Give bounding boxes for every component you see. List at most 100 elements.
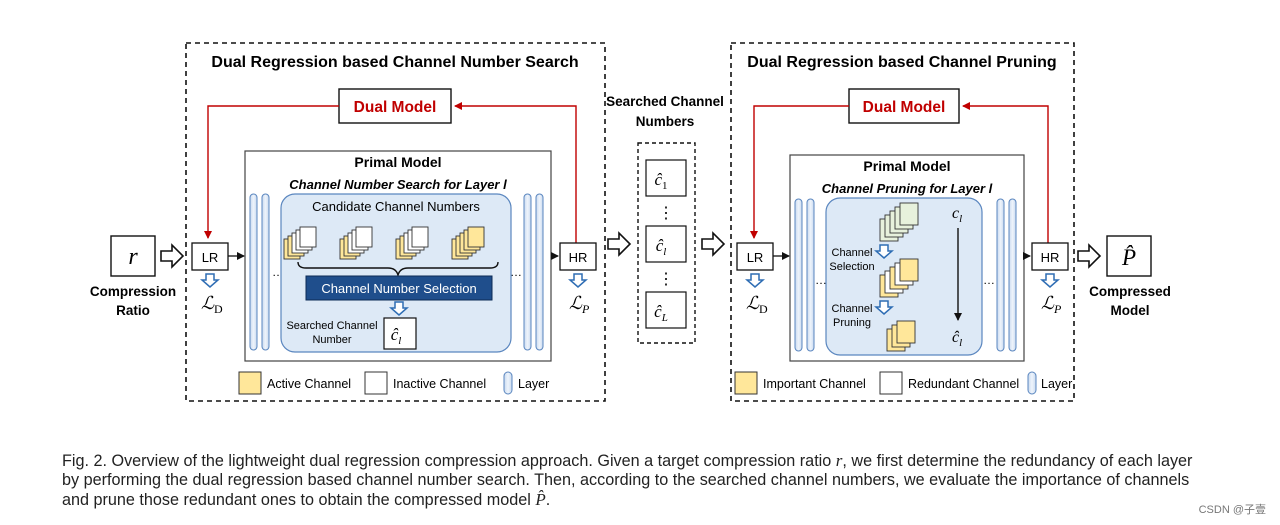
legend-layer-swatch <box>503 371 513 395</box>
right-arrow-icon <box>607 232 631 256</box>
legend-important-label: Important Channel <box>763 377 866 391</box>
right-hr-box <box>1031 242 1069 271</box>
right-panel-title: Dual Regression based Channel Pruning <box>747 54 1056 71</box>
ellipsis: … <box>815 273 827 287</box>
layer-bar <box>806 198 815 352</box>
legend-active-label: Active Channel <box>267 377 351 391</box>
right-dual-model-box <box>848 88 960 124</box>
channel-number-box-L <box>645 291 687 329</box>
left-primal-model-title: Primal Model <box>354 154 441 170</box>
down-arrow-icon <box>569 273 587 288</box>
right-arrow-icon <box>1077 244 1101 268</box>
chat-l-label: ĉl <box>952 329 962 349</box>
right-dual-model-label: Dual Model <box>863 99 946 116</box>
compressed-model-label-1: Compressed <box>1089 284 1171 299</box>
right-arrow-icon <box>701 232 725 256</box>
legend-layer-swatch <box>1027 371 1037 395</box>
left-lr-label: LR <box>202 250 219 265</box>
compression-ratio-box <box>110 235 156 277</box>
channel-number-1: ĉ1 <box>654 170 667 192</box>
searched-channel-symbol: ĉl <box>391 325 402 347</box>
right-lr-box <box>736 242 774 271</box>
right-dual-arrow-in <box>962 102 1049 245</box>
caption-p: P̂ <box>535 490 546 509</box>
middle-title-1: Searched Channel <box>606 94 724 109</box>
channel-selection-label-2: Selection <box>829 261 874 273</box>
left-lr-box <box>191 242 229 271</box>
layer-bar <box>535 193 544 351</box>
layer-bar <box>249 193 258 351</box>
figure-caption: Fig. 2. Overview of the lightweight dual… <box>62 451 1212 510</box>
searched-channel-box <box>383 317 417 350</box>
left-dual-arrow-out <box>204 105 339 239</box>
watermark: CSDN @子壹 <box>1198 504 1266 516</box>
compression-ratio-label-2: Ratio <box>116 303 150 318</box>
layer-bar <box>261 193 270 351</box>
input-compression-ratio: r Compression Ratio <box>90 235 184 318</box>
compression-ratio-symbol: r <box>128 244 138 270</box>
channel-number-l: ĉl <box>656 236 667 258</box>
ellipsis: … <box>983 273 995 287</box>
layer-bar <box>1008 198 1017 352</box>
channel-number-L: ĉL <box>654 302 668 324</box>
compressed-model-symbol: P̂ <box>1121 244 1136 270</box>
right-loss-d: ℒD <box>746 293 768 316</box>
right-loss-p: ℒP <box>1041 293 1062 316</box>
right-primal-model-title: Primal Model <box>863 158 950 174</box>
output-compressed-model: P̂ Compressed Model <box>1077 235 1171 318</box>
right-hr-label: HR <box>1041 250 1060 265</box>
channel-pruning-label-2: Pruning <box>833 317 871 329</box>
compression-ratio-label-1: Compression <box>90 284 176 299</box>
channel-number-box-1 <box>645 159 687 197</box>
vertical-dots: ⋮ <box>658 205 674 222</box>
left-hr-label: HR <box>569 250 588 265</box>
left-dual-model-box <box>338 88 452 124</box>
compressed-model-label-2: Model <box>1111 303 1150 318</box>
right-panel: Dual Regression based Channel Pruning Du… <box>730 42 1075 402</box>
candidate-label: Candidate Channel Numbers <box>312 199 480 214</box>
layer-bar <box>996 198 1005 352</box>
left-loss-d: ℒD <box>201 293 223 316</box>
legend-important-swatch <box>734 371 758 395</box>
vertical-dots: ⋮ <box>658 271 674 288</box>
left-primal-subtitle: Channel Number Search for Layer l <box>289 177 507 192</box>
middle-title-2: Numbers <box>636 114 695 129</box>
left-dual-model-label: Dual Model <box>354 99 437 116</box>
middle-dashed-box <box>637 142 696 344</box>
curly-brace <box>297 261 499 278</box>
legend-redundant-label: Redundant Channel <box>908 377 1019 391</box>
channel-number-selection-label: Channel Number Selection <box>321 281 476 296</box>
left-hr-box <box>559 242 597 271</box>
legend-layer-label: Layer <box>1041 377 1072 391</box>
searched-channel-numbers: Searched Channel Numbers ĉ1 ⋮ ĉl ⋮ ĉL <box>606 94 725 344</box>
layer-bar <box>523 193 532 351</box>
legend-layer-label: Layer <box>518 377 549 391</box>
diagram: Dual Regression based Channel Number Sea… <box>90 42 1171 402</box>
caption-r: r <box>835 451 843 470</box>
channel-number-selection-bar <box>305 275 493 301</box>
right-dual-arrow-out <box>750 105 849 239</box>
compressed-model-box <box>1106 235 1152 277</box>
right-primal-subtitle: Channel Pruning for Layer l <box>822 181 993 196</box>
legend-redundant-swatch <box>879 371 903 395</box>
left-search-panel <box>280 193 512 353</box>
layer-bar <box>794 198 803 352</box>
left-panel: Dual Regression based Channel Number Sea… <box>185 42 606 402</box>
down-arrow-icon <box>1041 273 1059 288</box>
c-l-label: cl <box>952 205 962 225</box>
ellipsis: … <box>510 265 522 279</box>
right-lr-label: LR <box>747 250 764 265</box>
right-arrow-icon <box>160 244 184 268</box>
legend-inactive-swatch <box>364 371 388 395</box>
caption-text-2: , we first determine the redundancy of e… <box>62 452 1193 509</box>
legend-active-swatch <box>238 371 262 395</box>
channel-pruning-label-1: Channel <box>832 303 873 315</box>
left-loss-p: ℒP <box>569 293 590 316</box>
caption-text-3: . <box>545 491 551 509</box>
down-arrow-icon <box>201 273 219 288</box>
searched-channel-label-1: Searched Channel <box>286 320 377 332</box>
left-panel-title: Dual Regression based Channel Number Sea… <box>211 54 578 71</box>
channel-number-box-l <box>645 225 687 263</box>
legend-inactive-label: Inactive Channel <box>393 377 486 391</box>
down-arrow-icon <box>746 273 764 288</box>
